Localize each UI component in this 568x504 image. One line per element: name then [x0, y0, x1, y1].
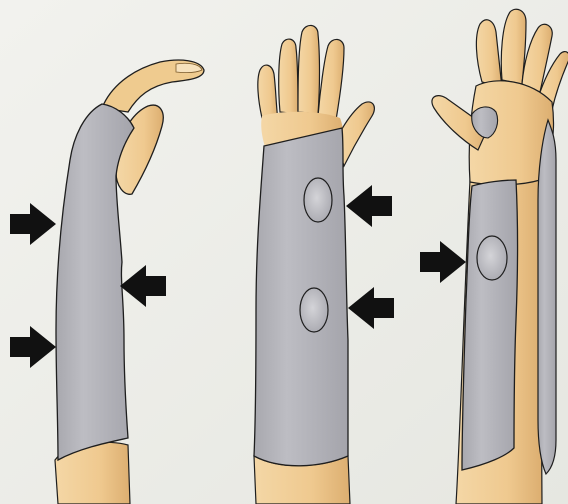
front-splint: [254, 128, 348, 466]
front-hole-upper: [304, 178, 332, 222]
back-splint: [462, 180, 518, 470]
front-finger-middle: [298, 25, 320, 114]
back-splint-strip: [538, 120, 556, 474]
front-hole-lower: [300, 288, 328, 332]
back-hole: [477, 236, 507, 280]
front-finger-ring: [279, 39, 298, 114]
